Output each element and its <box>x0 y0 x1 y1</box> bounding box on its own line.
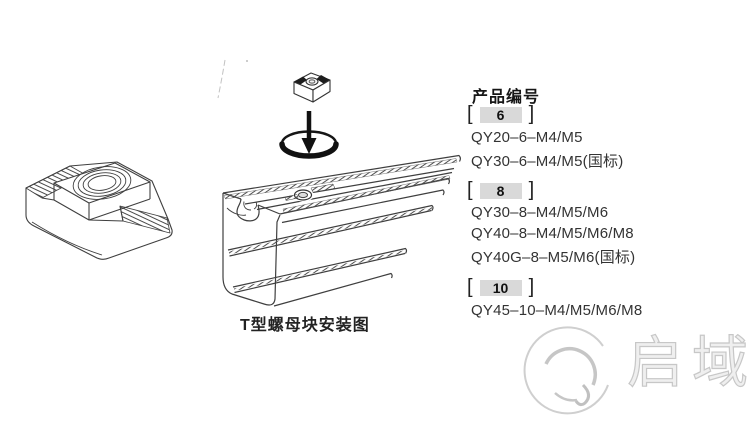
product-list: 产品编号 [ 6 ] QY20–6–M4/M5 QY30–6–M4/M5(国标)… <box>467 83 751 343</box>
installation-diagram <box>217 59 461 307</box>
bracket-open: [ <box>467 179 473 201</box>
product-item: QY40–8–M4/M5/M6/M8 <box>471 225 634 242</box>
product-item: QY30–6–M4/M5(国标) <box>471 153 624 170</box>
product-item: QY40G–8–M5/M6(国标) <box>471 249 636 266</box>
threaded-hole <box>72 166 132 200</box>
product-item: QY45–10–M4/M5/M6/M8 <box>471 302 643 319</box>
watermark-text: 启域 <box>626 331 751 394</box>
bracket-close: ] <box>528 103 535 125</box>
extrusion-profile <box>222 154 461 307</box>
t-nut-isometric-drawing <box>25 161 173 260</box>
t-nut-floating <box>293 72 331 103</box>
size-badge: 10 <box>479 280 522 296</box>
bracket-open: [ <box>467 276 473 298</box>
diagram-caption: T型螺母块安装图 <box>240 317 370 334</box>
size-badge: 6 <box>479 107 522 123</box>
bracket-close: ] <box>528 276 535 298</box>
leader-line <box>217 59 226 99</box>
product-item: QY30–8–M4/M5/M6 <box>471 204 609 221</box>
product-item: QY20–6–M4/M5 <box>471 129 583 146</box>
size-badge: 8 <box>479 183 522 199</box>
bracket-close: ] <box>528 179 535 201</box>
product-list-title: 产品编号 <box>472 89 541 106</box>
bracket-open: [ <box>467 103 473 125</box>
size-header-10: [ 10 ] <box>467 276 535 298</box>
down-arrow-icon <box>301 111 317 154</box>
t-nut-in-slot <box>284 183 336 202</box>
size-header-6: [ 6 ] <box>467 103 535 125</box>
size-header-8: [ 8 ] <box>467 179 535 201</box>
q-logo-icon <box>523 326 609 415</box>
